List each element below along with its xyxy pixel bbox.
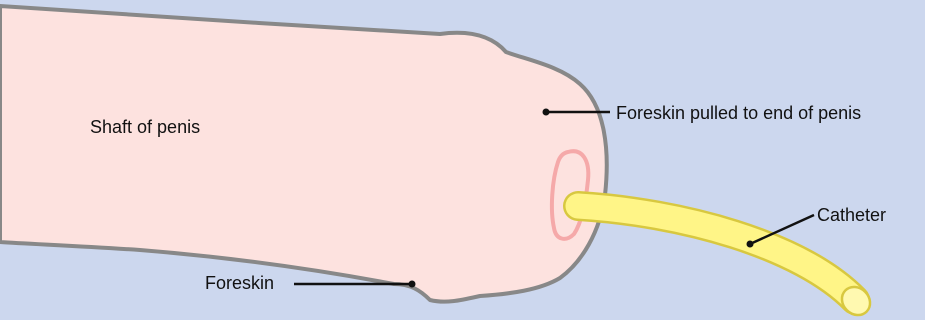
foreskin-label: Foreskin: [205, 274, 274, 292]
shaft-label: Shaft of penis: [90, 118, 200, 136]
catheter-label: Catheter: [817, 206, 886, 224]
penis-body: [0, 6, 607, 302]
foreskin-pulled-label: Foreskin pulled to end of penis: [616, 104, 861, 122]
